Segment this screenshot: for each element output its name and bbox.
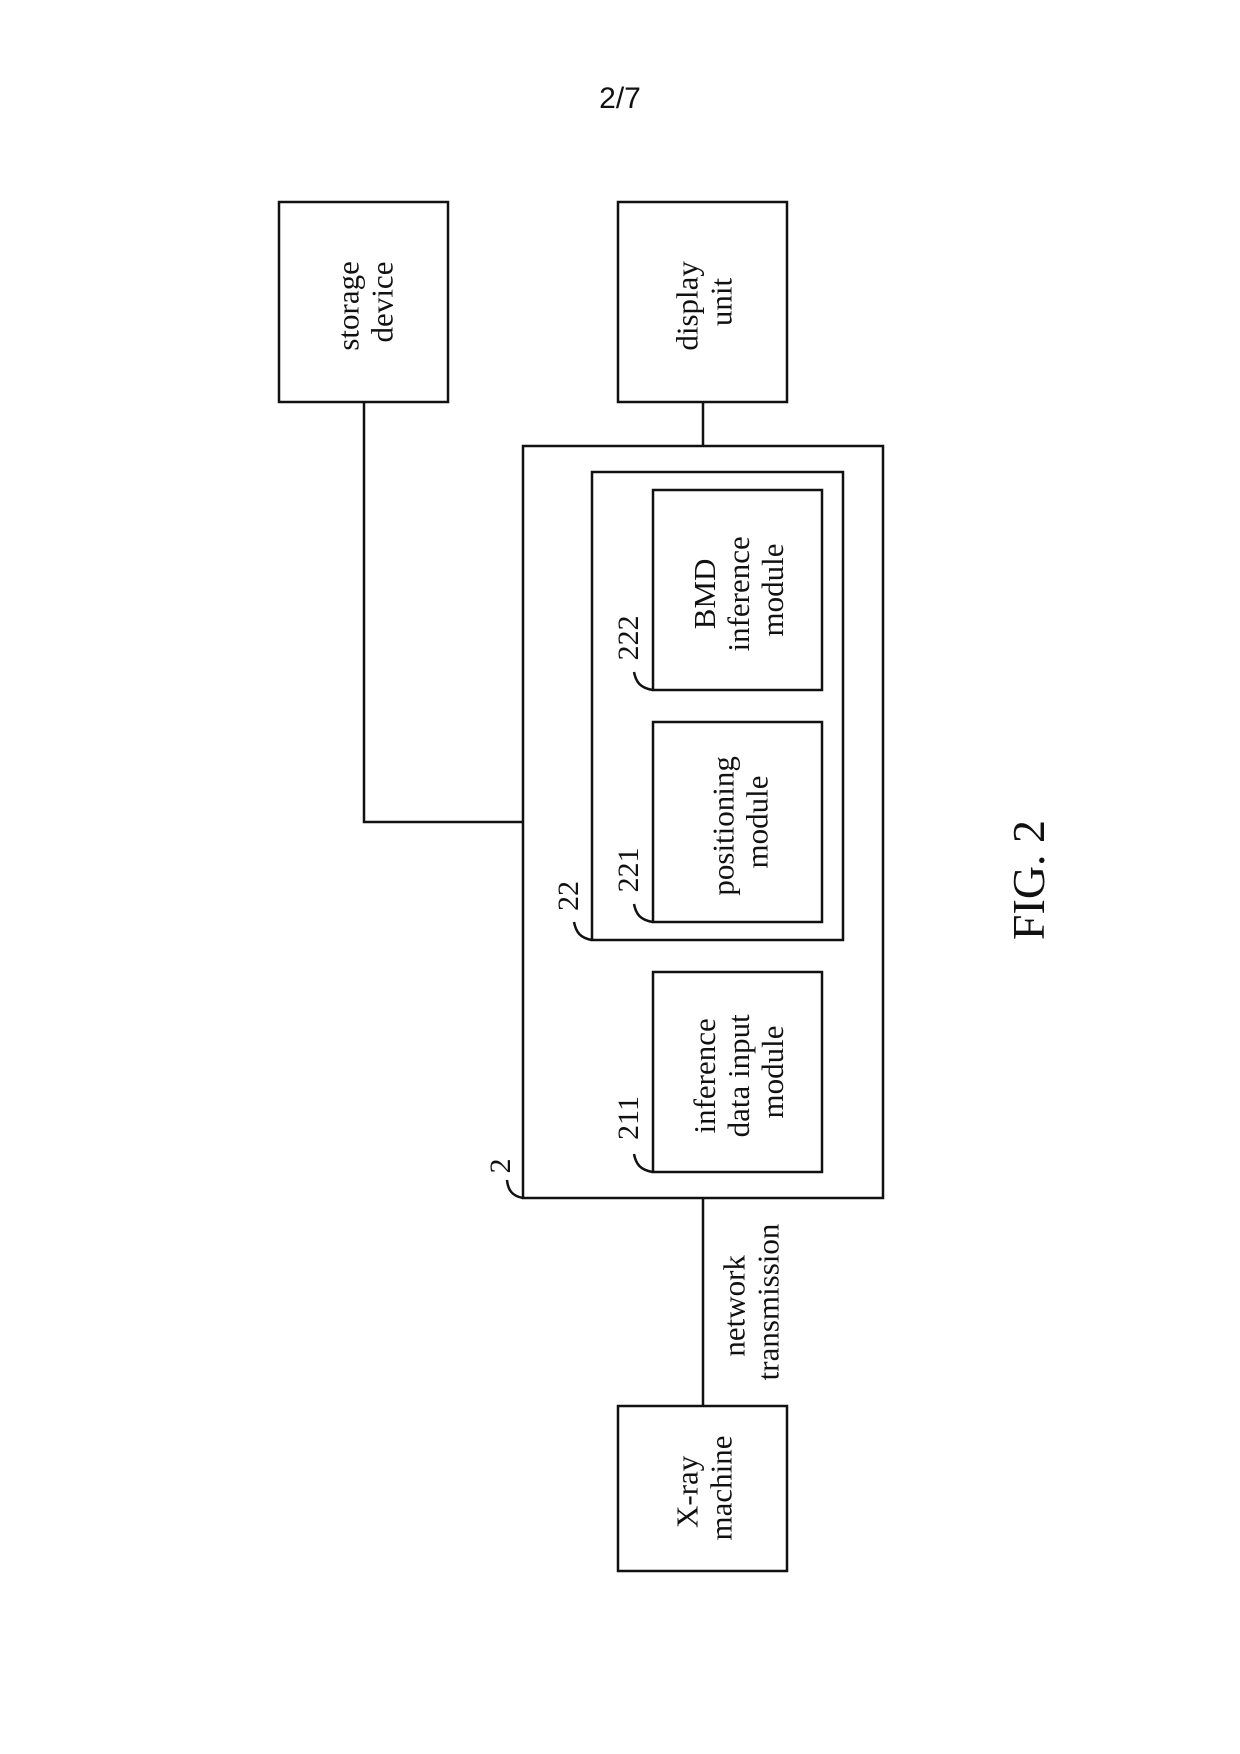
page-number: 2/7	[599, 82, 641, 115]
storage-device-label: storage device	[330, 253, 399, 350]
group-ref-leader	[572, 921, 593, 942]
system-ref-leader	[505, 1179, 524, 1200]
input-module-ref-numeral: 211	[612, 1096, 645, 1140]
inference-data-input-module-label: inference data input module	[687, 1007, 790, 1138]
bmd-inference-module-label: BMD inference module	[687, 528, 790, 651]
system-ref-numeral: 2	[484, 1159, 517, 1174]
input-module-ref-leader	[632, 1153, 654, 1174]
positioning-module-box	[651, 720, 824, 924]
display-unit-label: display unit	[669, 253, 738, 350]
positioning-ref-numeral: 221	[612, 848, 645, 893]
inference-data-input-module-box	[651, 970, 824, 1174]
figure-label: FIG. 2	[1003, 820, 1054, 940]
bmd-inference-module-box	[651, 488, 824, 692]
group-box	[590, 470, 845, 942]
xray-machine-label: X-ray machine	[669, 1435, 738, 1540]
group-ref-numeral: 22	[552, 881, 585, 911]
storage-connector	[362, 402, 523, 824]
positioning-ref-leader	[632, 903, 654, 924]
bmd-ref-numeral: 222	[612, 616, 645, 661]
network-transmission-label: network transmission	[716, 1223, 785, 1380]
bmd-ref-leader	[632, 671, 654, 692]
positioning-module-label: positioning module	[705, 748, 774, 895]
